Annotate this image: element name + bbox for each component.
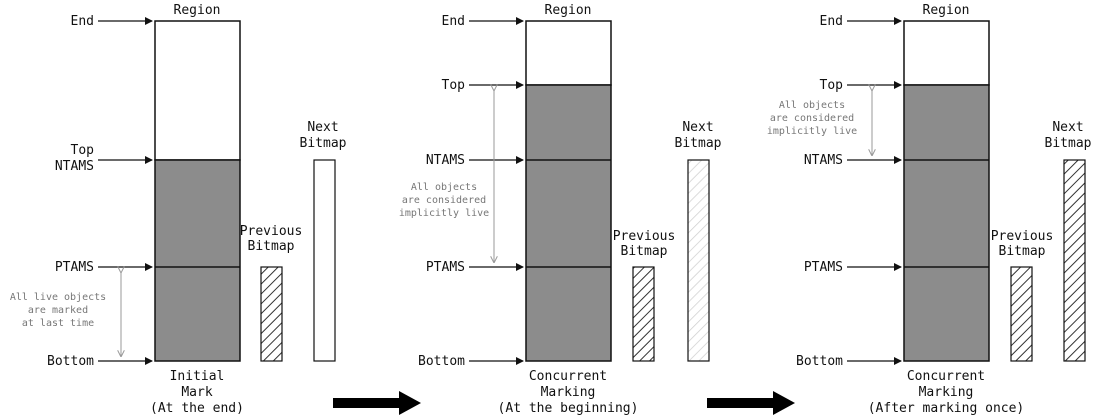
panel-2: Region End Top NTAMS PTAMS Bottom All ob… [399, 3, 722, 416]
panel-3-caption-line-2: Marking [919, 385, 974, 400]
panel-3: Region End Top NTAMS PTAMS Bottom All ob… [767, 3, 1092, 416]
panel-2-note-line-1: All objects [411, 182, 477, 193]
panel-1-top-label: Top [71, 143, 95, 158]
panel-3-note-line-3: implicitly live [767, 126, 857, 137]
panel-1-previous-bitmap-label-2: Bitmap [248, 239, 295, 254]
panel-2-previous-bitmap-label-2: Bitmap [621, 244, 668, 259]
panel-3-note-line-1: All objects [779, 100, 845, 111]
panel-1-end-label: End [71, 14, 94, 29]
panel-2-next-bitmap-label-2: Bitmap [675, 136, 722, 151]
panel-2-top-label: Top [442, 78, 466, 93]
panel-3-note-line-2: are considered [770, 113, 854, 124]
panel-2-next-bitmap [687, 159, 710, 362]
panel-3-free-space [903, 20, 990, 86]
panel-1-free-space [154, 20, 241, 161]
panel-2-caption-line-2: Marking [541, 385, 596, 400]
panel-2-free-space [525, 20, 612, 86]
panel-1-note-line-3: at last time [22, 318, 94, 329]
panel-3-next-bitmap [1063, 159, 1086, 362]
panel-2-caption-line-3: (At the beginning) [498, 401, 639, 416]
panel-1-note-line-2: are marked [28, 305, 88, 316]
panel-3-previous-bitmap [1010, 266, 1033, 362]
panel-1-note-line-1: All live objects [10, 292, 106, 303]
panel-2-bottom-label: Bottom [418, 354, 465, 369]
panel-3-end-label: End [820, 14, 843, 29]
panel-2-used-space [525, 84, 612, 362]
panel-1-next-bitmap-label-1: Next [307, 120, 338, 135]
panel-1-used-space [154, 159, 241, 362]
panel-3-previous-bitmap-label-2: Bitmap [999, 244, 1046, 259]
panel-1-ptams-label: PTAMS [55, 260, 94, 275]
panel-3-used-space [903, 84, 990, 362]
panel-3-region-title: Region [923, 3, 970, 18]
panel-1-caption-line-3: (At the end) [150, 401, 244, 416]
panel-1-ntams-label: NTAMS [55, 159, 94, 174]
panel-1-bottom-label: Bottom [47, 354, 94, 369]
panel-3-ptams-label: PTAMS [804, 260, 843, 275]
panel-2-note-line-3: implicitly live [399, 208, 489, 219]
panel-2-ntams-label: NTAMS [426, 153, 465, 168]
panel-2-end-label: End [442, 14, 465, 29]
panel-3-next-bitmap-label-1: Next [1052, 120, 1083, 135]
panel-3-previous-bitmap-label-1: Previous [991, 229, 1054, 244]
panel-3-next-bitmap-label-2: Bitmap [1045, 136, 1092, 151]
panel-1-caption-line-2: Mark [181, 385, 212, 400]
panel-2-ptams-label: PTAMS [426, 260, 465, 275]
panel-2-region-title: Region [545, 3, 592, 18]
panel-1-next-bitmap [313, 159, 336, 362]
panel-2-previous-bitmap [632, 266, 655, 362]
panel-3-top-label: Top [820, 78, 844, 93]
panel-1-next-bitmap-label-2: Bitmap [300, 136, 347, 151]
transition-arrow-2 [707, 391, 795, 415]
panel-3-ntams-label: NTAMS [804, 153, 843, 168]
panel-1-previous-bitmap-label-1: Previous [240, 224, 303, 239]
panel-1-previous-bitmap [260, 266, 283, 362]
panel-1-caption-line-1: Initial [170, 369, 225, 384]
panel-2-previous-bitmap-label-1: Previous [613, 229, 676, 244]
panel-2-caption-line-1: Concurrent [529, 369, 607, 384]
panel-2-note-line-2: are considered [402, 195, 486, 206]
panel-3-bottom-label: Bottom [796, 354, 843, 369]
panel-3-caption-line-1: Concurrent [907, 369, 985, 384]
panel-1-region-title: Region [174, 3, 221, 18]
panel-1: Region End Top NTAMS PTAMS Bottom All li… [10, 3, 347, 416]
panel-2-next-bitmap-label-1: Next [682, 120, 713, 135]
panel-3-caption-line-3: (After marking once) [868, 401, 1025, 416]
transition-arrow-1 [333, 391, 421, 415]
